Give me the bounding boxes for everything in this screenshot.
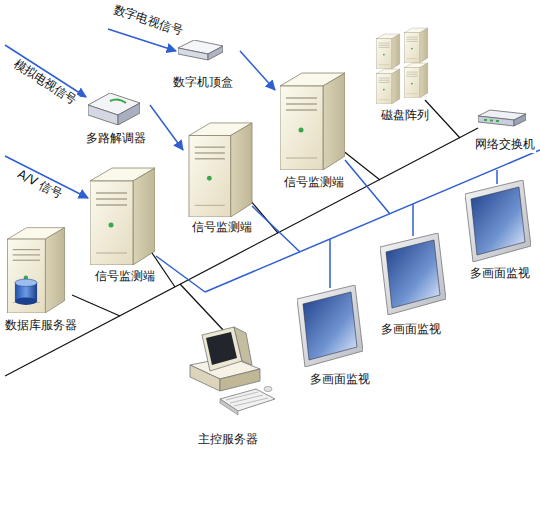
signal-label: 模拟电视信号 bbox=[10, 56, 80, 108]
device-label: 网络交换机 bbox=[474, 137, 536, 153]
device-node: 多画面监视 bbox=[462, 176, 538, 282]
device-node: 数字机顶盒 bbox=[165, 35, 240, 91]
device-node: 多画面监视 bbox=[375, 228, 447, 338]
network-wires bbox=[5, 29, 540, 376]
device-node: 多路解调器 bbox=[82, 88, 150, 147]
device-label: 多画面监视 bbox=[309, 372, 371, 388]
signal-label: A/V 信号 bbox=[14, 166, 65, 201]
device-node: 数据库服务器 bbox=[2, 222, 80, 334]
device-node: 多画面监视 bbox=[303, 280, 377, 388]
device-label: 信号监测端 bbox=[191, 220, 253, 236]
device-label: 多路解调器 bbox=[85, 131, 147, 147]
device-label: 数字机顶盒 bbox=[172, 75, 234, 91]
device-label: 多画面监视 bbox=[380, 322, 442, 338]
signal-label: 数字电视信号 bbox=[111, 2, 186, 38]
device-label: 多画面监视 bbox=[469, 266, 531, 282]
device-node: 磁盘阵列 bbox=[370, 26, 440, 124]
device-node: 信号监测端 bbox=[275, 66, 353, 191]
device-label: 信号监测端 bbox=[283, 175, 345, 191]
device-node: 信号监测端 bbox=[183, 116, 261, 236]
device-label: 磁盘阵列 bbox=[380, 108, 430, 124]
device-node: 主控服务器 bbox=[178, 320, 278, 448]
device-icons bbox=[7, 28, 531, 415]
device-label: 主控服务器 bbox=[197, 432, 259, 448]
device-node: 信号监测端 bbox=[85, 160, 165, 285]
signal-arrow bbox=[150, 105, 183, 150]
signal-arrow bbox=[240, 51, 275, 90]
device-label: 信号监测端 bbox=[94, 269, 156, 285]
device-label: 数据库服务器 bbox=[4, 318, 78, 334]
device-node: 网络交换机 bbox=[472, 100, 538, 153]
